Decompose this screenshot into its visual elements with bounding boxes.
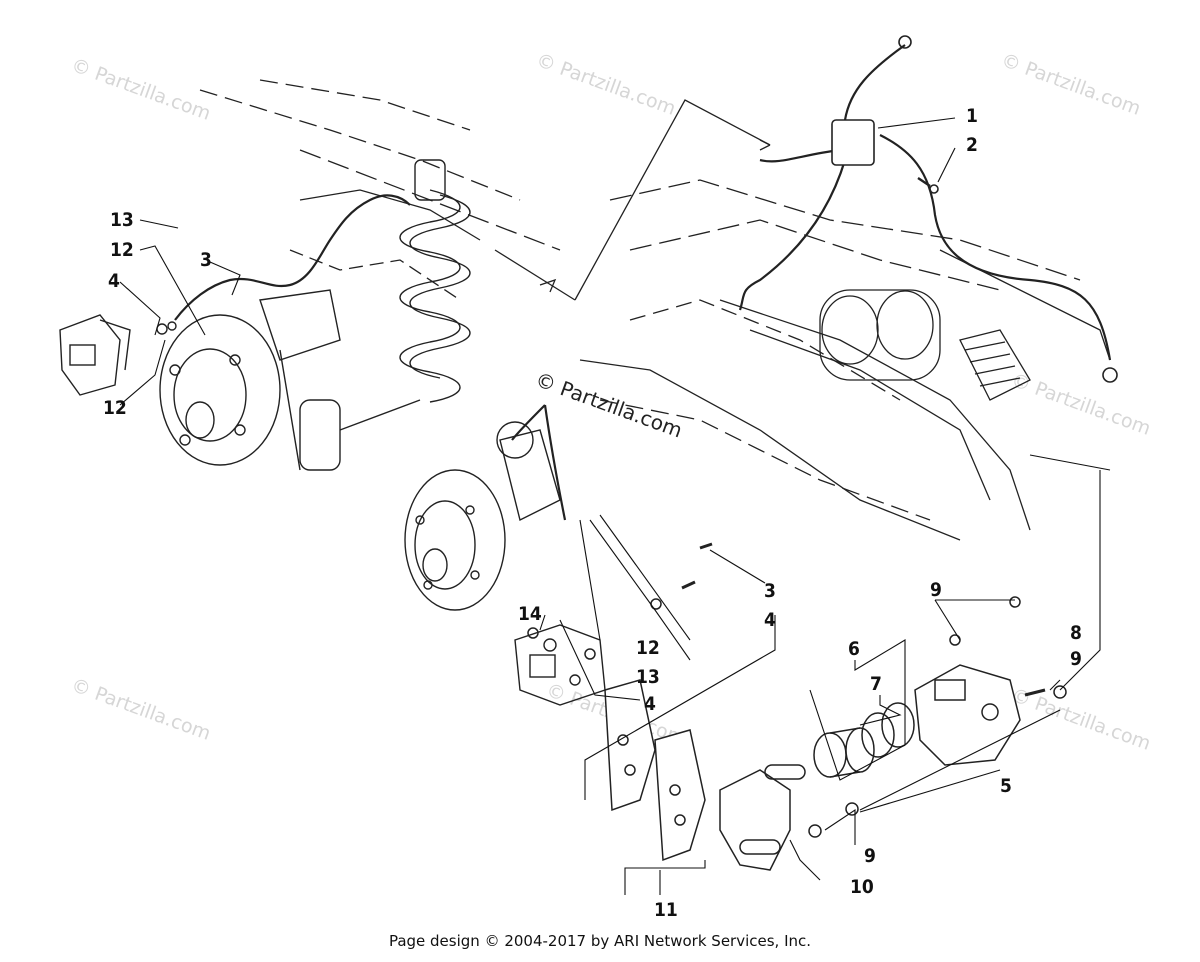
callout-12: 12 xyxy=(103,397,127,419)
callout-11: 11 xyxy=(654,899,678,921)
callout-3: 3 xyxy=(764,580,776,602)
callout-4: 4 xyxy=(644,693,656,715)
brake-line-junction xyxy=(831,35,1118,383)
exploded-caliper xyxy=(527,542,1067,871)
callout-12: 12 xyxy=(110,239,134,261)
parts-diagram: © Partzilla.com © Partzilla.com © Partzi… xyxy=(59,35,1154,921)
atv-frame xyxy=(199,79,1111,541)
shock-absorber xyxy=(299,159,471,471)
page-footer: Page design © 2004-2017 by ARI Network S… xyxy=(388,932,812,950)
left-brake-caliper xyxy=(59,314,177,396)
callout-5: 5 xyxy=(1000,775,1012,797)
callout-6: 6 xyxy=(848,638,860,660)
callout-9: 9 xyxy=(864,845,876,867)
callout-4: 4 xyxy=(108,270,120,292)
watermark: © Partzilla.com xyxy=(68,674,213,745)
watermark: © Partzilla.com xyxy=(998,49,1143,120)
callout-13: 13 xyxy=(110,209,134,231)
callout-1: 1 xyxy=(966,105,978,127)
callout-12: 12 xyxy=(636,637,660,659)
callout-8: 8 xyxy=(1070,622,1082,644)
leader-lines xyxy=(119,117,1111,895)
right-brake-disc xyxy=(404,421,561,611)
callout-7: 7 xyxy=(870,673,882,695)
inset-lines xyxy=(494,99,771,301)
left-brake-disc xyxy=(159,289,341,471)
callout-13: 13 xyxy=(636,666,660,688)
callout-14: 14 xyxy=(518,603,542,625)
callout-9: 9 xyxy=(930,579,942,601)
callout-10: 10 xyxy=(850,876,874,898)
callout-9: 9 xyxy=(1070,648,1082,670)
callouts: 1 2 13 12 3 4 12 14 3 4 12 13 4 9 6 7 8 … xyxy=(103,105,1082,921)
watermark: © Partzilla.com xyxy=(533,49,678,120)
watermark-overlay: © Partzilla.com xyxy=(532,367,685,442)
callout-2: 2 xyxy=(966,134,978,156)
callout-3: 3 xyxy=(200,249,212,271)
brake-hoses xyxy=(174,44,1112,521)
watermark: © Partzilla.com xyxy=(68,54,213,125)
callout-4: 4 xyxy=(764,609,776,631)
